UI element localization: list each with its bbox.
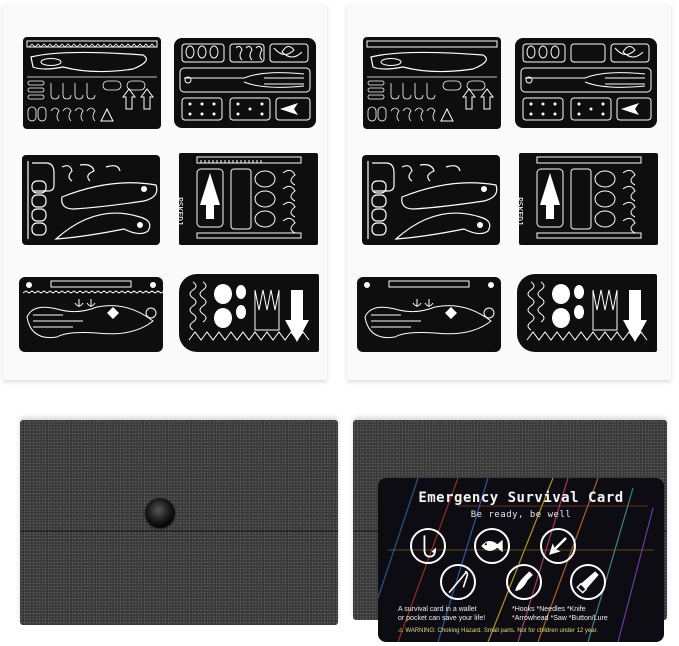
right-card-sheet: PSKED1 xyxy=(347,4,671,380)
pouch-flap-seam xyxy=(20,530,338,532)
tool-card-arrowhead-ruler: PSKED1 xyxy=(519,153,658,245)
saw-icon xyxy=(570,564,606,600)
warning-icon: ⚠ xyxy=(398,628,404,634)
card-title: Emergency Survival Card xyxy=(418,490,624,506)
tool-card-knife-hooks xyxy=(363,37,501,129)
svg-text:PSKED1: PSKED1 xyxy=(179,197,184,226)
tool-card-fork-spoon xyxy=(515,38,657,128)
card-slogan: A survival card in a wallet or pocket ca… xyxy=(398,606,486,622)
knife-icon xyxy=(506,564,542,600)
snap-button xyxy=(145,498,175,528)
tool-card-knife-blades xyxy=(22,155,160,245)
fishhook-icon xyxy=(410,528,446,564)
arrowhead-icon xyxy=(540,528,576,564)
tool-card-saw-arrowhead xyxy=(517,274,657,352)
svg-text:PSKED1: PSKED1 xyxy=(519,197,524,226)
closed-felt-pouch xyxy=(20,420,338,625)
tool-card-knife-hooks xyxy=(23,37,161,129)
card-tool-list: *Hooks *Needles *Knife *Arrowhead *Saw *… xyxy=(512,606,608,622)
tool-card-saw-arrowhead xyxy=(179,274,319,352)
needle-icon xyxy=(440,564,476,600)
tool-card-arrowhead-ruler: PSKED1 xyxy=(179,153,318,245)
tool-card-lure-knife xyxy=(19,277,163,352)
left-card-sheet: PSKED1 xyxy=(3,4,327,380)
tool-card-knife-blades xyxy=(362,155,500,245)
fish-icon xyxy=(474,528,510,564)
card-subtitle: Be ready, be well xyxy=(470,510,572,520)
tool-card-lure-knife xyxy=(357,277,501,352)
emergency-survival-card: Emergency Survival Card Be ready, be wel… xyxy=(378,478,664,642)
tool-card-fork-spoon xyxy=(174,38,316,128)
choking-hazard-warning: ⚠WARNING: Choking Hazard. Small parts. N… xyxy=(398,628,598,634)
